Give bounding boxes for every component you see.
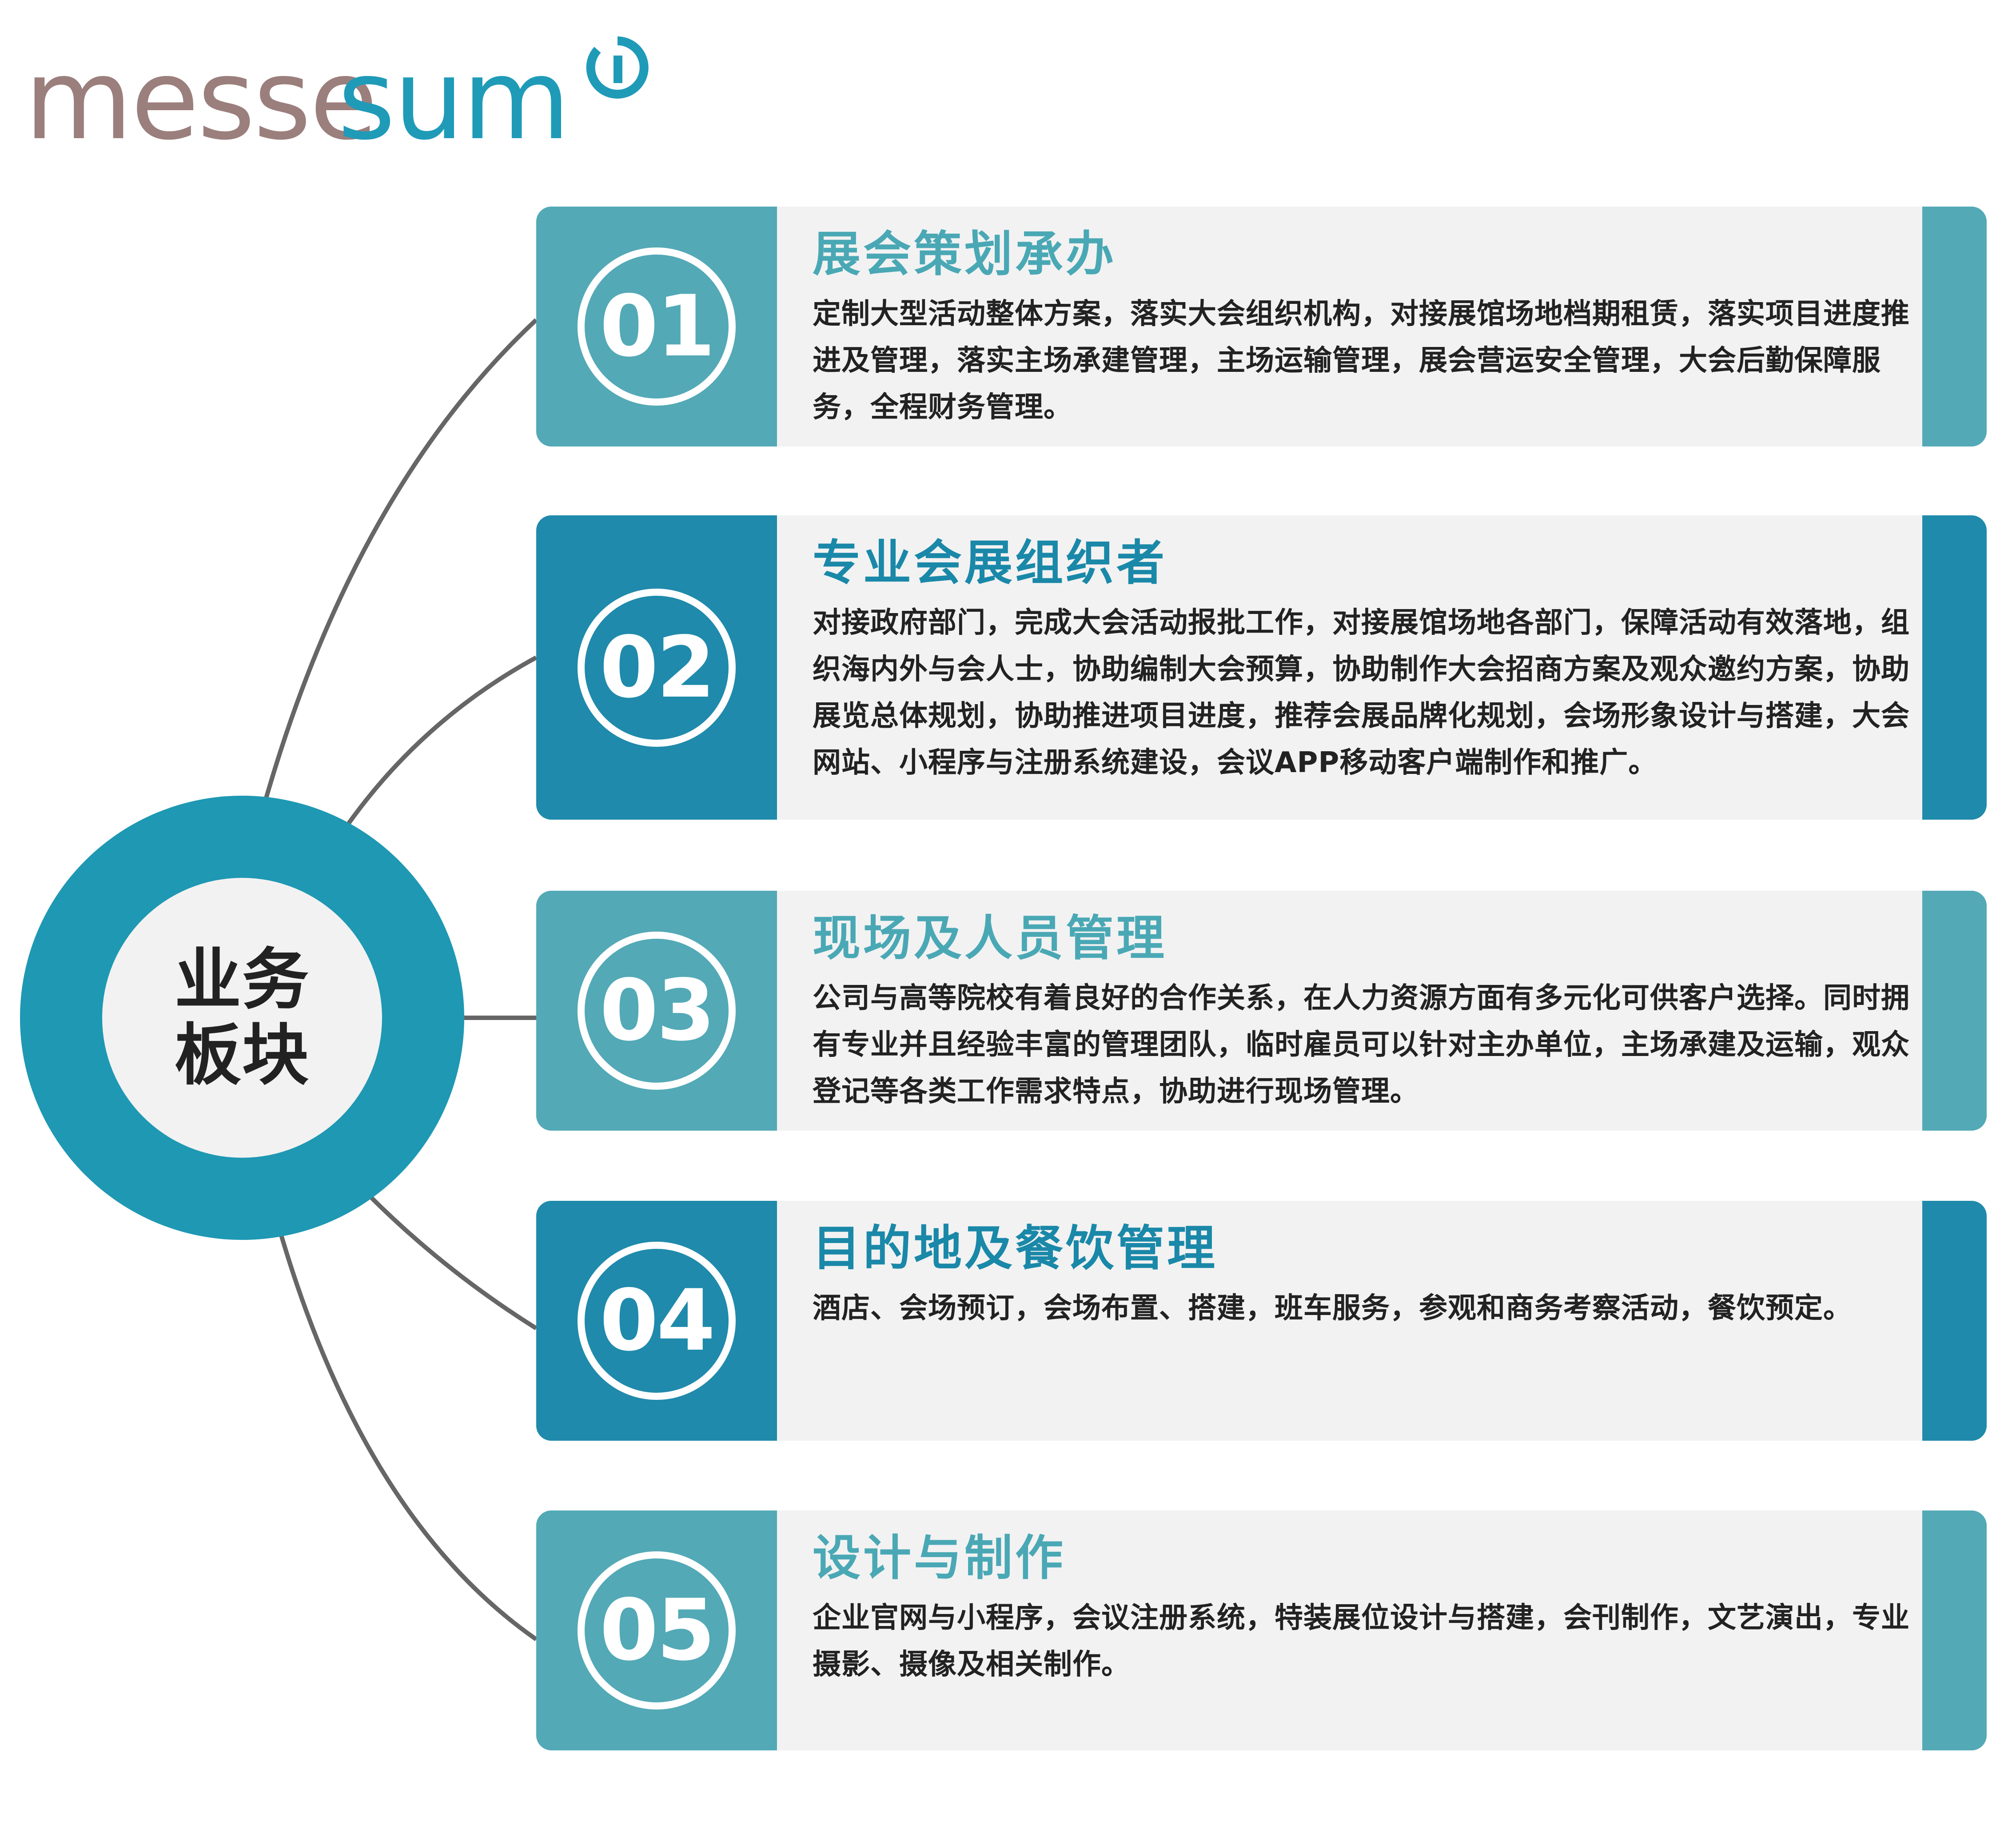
card-accent-bar xyxy=(1922,207,1987,446)
card-accent-bar xyxy=(1922,515,1987,820)
hub-circle: 业务 板块 xyxy=(20,796,464,1240)
circle-one-logo-mark-icon xyxy=(586,36,649,99)
card-description: 定制大型活动整体方案，落实大会组织机构，对接展馆场地档期租赁，落实项目进度推进及… xyxy=(813,298,1910,424)
card-title: 展会策划承办 xyxy=(813,227,1117,282)
connector-line-01 xyxy=(263,318,538,801)
card-description: 对接政府部门，完成大会活动报批工作，对接展馆场地各部门，保障活动有效落地，组织海… xyxy=(813,606,1910,780)
service-card-01: 01 展会策划承办 定制大型活动整体方案，落实大会组织机构，对接展馆场地档期租赁… xyxy=(536,207,1987,446)
hub-title-line1: 业务 xyxy=(174,941,310,1019)
number-circle: 05 xyxy=(578,1551,736,1710)
number-circle: 02 xyxy=(578,588,736,747)
card-number-panel: 04 xyxy=(536,1201,777,1441)
card-number: 01 xyxy=(599,277,715,375)
card-body: 设计与制作 企业官网与小程序，会议注册系统，特装展位设计与搭建，会刊制作，文艺演… xyxy=(813,1530,1932,1688)
card-number-panel: 01 xyxy=(536,207,777,446)
card-body: 展会策划承办 定制大型活动整体方案，落实大会组织机构，对接展馆场地档期租赁，落实… xyxy=(813,227,1932,431)
number-circle: 04 xyxy=(578,1242,736,1400)
connector-line-05 xyxy=(278,1230,538,1642)
service-card-03: 03 现场及人员管理 公司与高等院校有着良好的合作关系，在人力资源方面有多元化可… xyxy=(536,891,1987,1131)
hub-inner-circle: 业务 板块 xyxy=(102,878,382,1158)
connector-line-04 xyxy=(367,1193,538,1331)
card-description: 企业官网与小程序，会议注册系统，特装展位设计与搭建，会刊制作，文艺演出，专业摄影… xyxy=(813,1602,1910,1682)
card-description: 公司与高等院校有着良好的合作关系，在人力资源方面有多元化可供客户选择。同时拥有专… xyxy=(813,982,1910,1108)
service-card-04: 04 目的地及餐饮管理 酒店、会场预订，会场布置、搭建，班车服务，参观和商务考察… xyxy=(536,1201,1987,1441)
card-title: 目的地及餐饮管理 xyxy=(813,1221,1218,1276)
card-number: 02 xyxy=(599,618,715,717)
card-number: 04 xyxy=(599,1271,715,1370)
card-title: 现场及人员管理 xyxy=(813,911,1167,966)
card-number: 03 xyxy=(599,961,715,1060)
card-accent-bar xyxy=(1922,891,1987,1131)
logo-text-messe: messe xyxy=(24,35,378,164)
card-accent-bar xyxy=(1922,1510,1987,1750)
logo-text-sum: sum xyxy=(338,35,570,164)
number-circle: 03 xyxy=(578,932,736,1090)
card-title: 专业会展组织者 xyxy=(813,535,1167,591)
connector-line-02 xyxy=(344,655,538,828)
card-description: 酒店、会场预订，会场布置、搭建，班车服务，参观和商务考察活动，餐饮预定。 xyxy=(813,1292,1852,1325)
number-circle: 01 xyxy=(578,247,736,406)
card-body: 专业会展组织者 对接政府部门，完成大会活动报批工作，对接展馆场地各部门，保障活动… xyxy=(813,535,1932,786)
card-number-panel: 02 xyxy=(536,515,777,820)
card-accent-bar xyxy=(1922,1201,1987,1441)
card-number-panel: 03 xyxy=(536,891,777,1131)
service-card-05: 05 设计与制作 企业官网与小程序，会议注册系统，特装展位设计与搭建，会刊制作，… xyxy=(536,1510,1987,1750)
service-card-02: 02 专业会展组织者 对接政府部门，完成大会活动报批工作，对接展馆场地各部门，保… xyxy=(536,515,1987,820)
card-body: 目的地及餐饮管理 酒店、会场预订，会场布置、搭建，班车服务，参观和商务考察活动，… xyxy=(813,1221,1932,1332)
card-title: 设计与制作 xyxy=(813,1530,1066,1586)
hub-title-line2: 板块 xyxy=(174,1017,310,1094)
hub-title: 业务 板块 xyxy=(169,942,315,1093)
card-number-panel: 05 xyxy=(536,1510,777,1750)
card-body: 现场及人员管理 公司与高等院校有着良好的合作关系，在人力资源方面有多元化可供客户… xyxy=(813,911,1932,1115)
card-number: 05 xyxy=(599,1581,715,1679)
